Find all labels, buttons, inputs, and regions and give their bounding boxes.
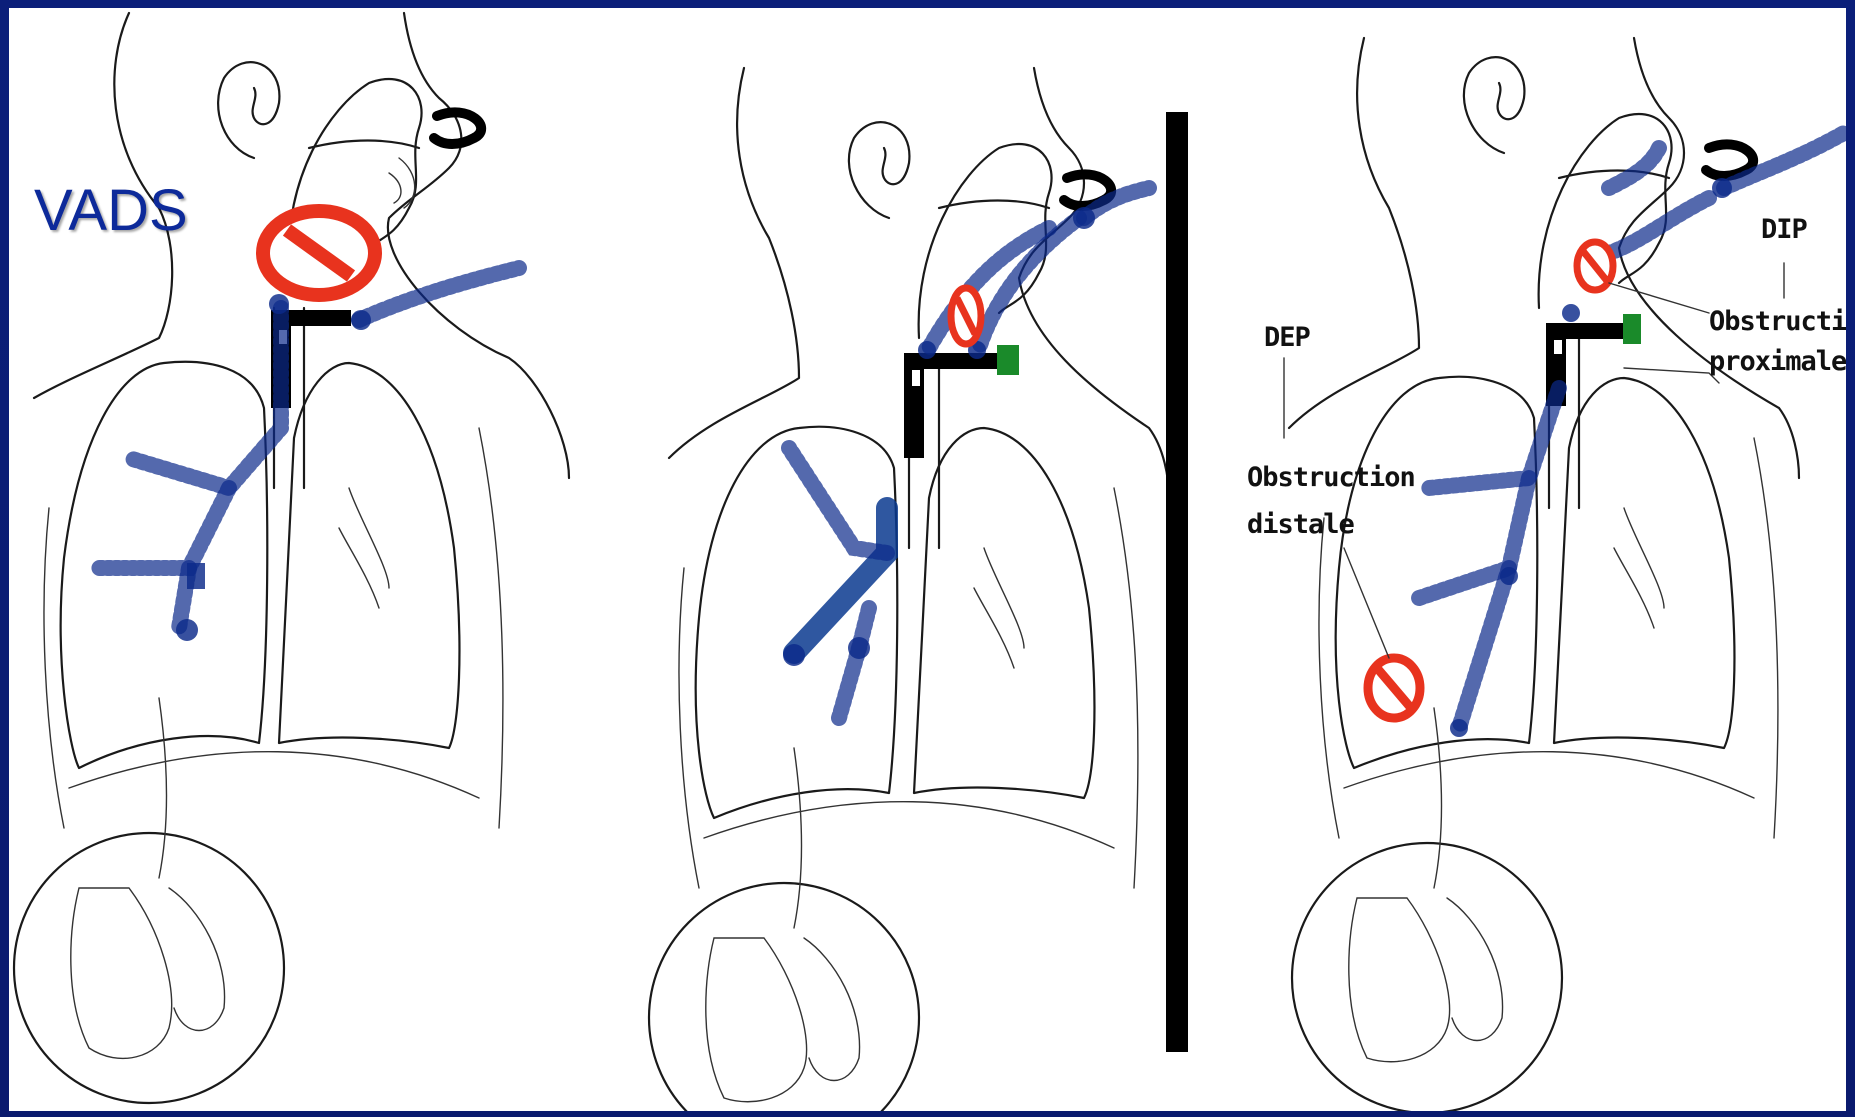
label-dip: DIP: [1761, 214, 1808, 245]
slide-title: VADS: [34, 178, 188, 243]
label-obstruction-distale-2: distale: [1247, 509, 1355, 540]
label-obstruction-proximale-1: Obstruction: [1709, 306, 1846, 337]
nose-mask-icon: [434, 112, 481, 144]
prohibition-icon: [1368, 658, 1420, 718]
prohibition-icon: [263, 211, 375, 295]
prohibition-icon: [951, 288, 981, 344]
prohibition-icon: [1577, 242, 1613, 290]
diagram-panel: VADS: [9, 8, 1846, 1111]
airflow-figure-2: [783, 188, 1149, 718]
figure-1: VADS: [14, 13, 569, 1103]
label-obstruction-distale-1: Obstruction: [1247, 462, 1415, 493]
divider-bar: [1166, 112, 1188, 1052]
figure-2: [649, 68, 1169, 1111]
label-dep: DEP: [1264, 322, 1311, 353]
airway-diagram: VADS: [9, 8, 1846, 1111]
figure-3: DIP Obstruction proximale DEP Obstructio…: [1247, 38, 1846, 1111]
valve-marker: [997, 345, 1019, 375]
valve-marker: [1623, 314, 1641, 344]
label-obstruction-proximale-2: proximale: [1709, 346, 1846, 377]
